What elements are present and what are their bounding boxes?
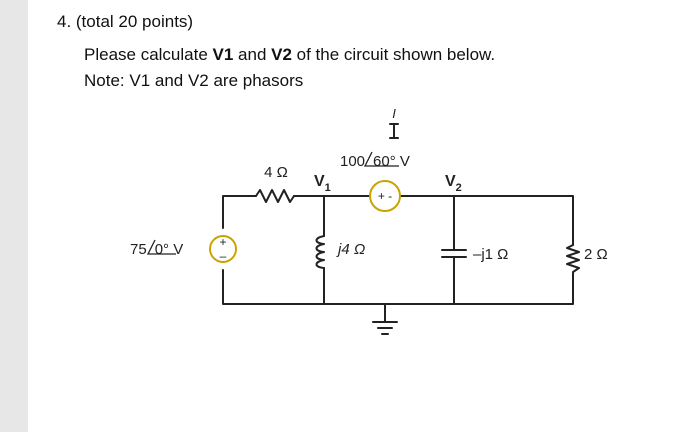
label-resistor-2ohm: 2 Ω [584, 246, 608, 263]
source-mid-pm: + - [378, 189, 392, 203]
inductor-coils [315, 235, 325, 269]
current-marker [389, 123, 399, 139]
resistor-2ohm [566, 244, 580, 276]
source-left-plus: + [219, 235, 226, 249]
angle-symbol-left [146, 239, 176, 255]
wire-left-bottom [222, 269, 574, 305]
source-mid-ang: 60° [373, 153, 396, 170]
label-resistor-4ohm: 4 Ω [264, 164, 288, 181]
question-note: Note: V1 and V2 are phasors [84, 71, 304, 90]
source-mid-unit: V [396, 153, 410, 170]
question-text-post: of the circuit shown below. [291, 45, 496, 64]
angle-symbol-mid [363, 151, 399, 167]
resistor-4ohm [255, 189, 295, 203]
v2-bold: V2 [271, 45, 292, 64]
v1-sub: 1 [325, 182, 331, 194]
document-page: 4. (total 20 points) Please calculate V1… [28, 0, 700, 432]
question-text: Please calculate V1 and V2 of the circui… [84, 45, 495, 65]
source-left-mag: 75 [130, 241, 147, 258]
label-capacitor: –j1 Ω [473, 246, 508, 263]
label-source-mid: 100 60° V [340, 153, 410, 170]
current-label: I [392, 106, 396, 121]
voltage-source-mid [369, 180, 401, 212]
voltage-source-left [209, 235, 237, 263]
wire-left-top [222, 195, 257, 229]
v2-sub: 2 [456, 182, 462, 194]
label-source-left: 75 0° V [130, 241, 183, 258]
v2-main: V [445, 173, 456, 190]
v1-main: V [314, 173, 325, 190]
source-left-unit: V [169, 241, 183, 258]
question-number: 4. (total 20 points) [57, 12, 194, 31]
label-inductor: j4 Ω [336, 241, 365, 258]
wire-top-right [399, 195, 574, 246]
source-left-ang: 0° [155, 241, 169, 258]
v1-bold: V1 [212, 45, 234, 64]
source-left-minus: – [220, 249, 227, 263]
source-mid-mag: 100 [340, 153, 365, 170]
question-text-pre: Please calculate [84, 45, 213, 64]
label-v1: V1 [314, 173, 331, 194]
question-text-and: and [233, 45, 272, 64]
label-v2: V2 [445, 173, 462, 194]
